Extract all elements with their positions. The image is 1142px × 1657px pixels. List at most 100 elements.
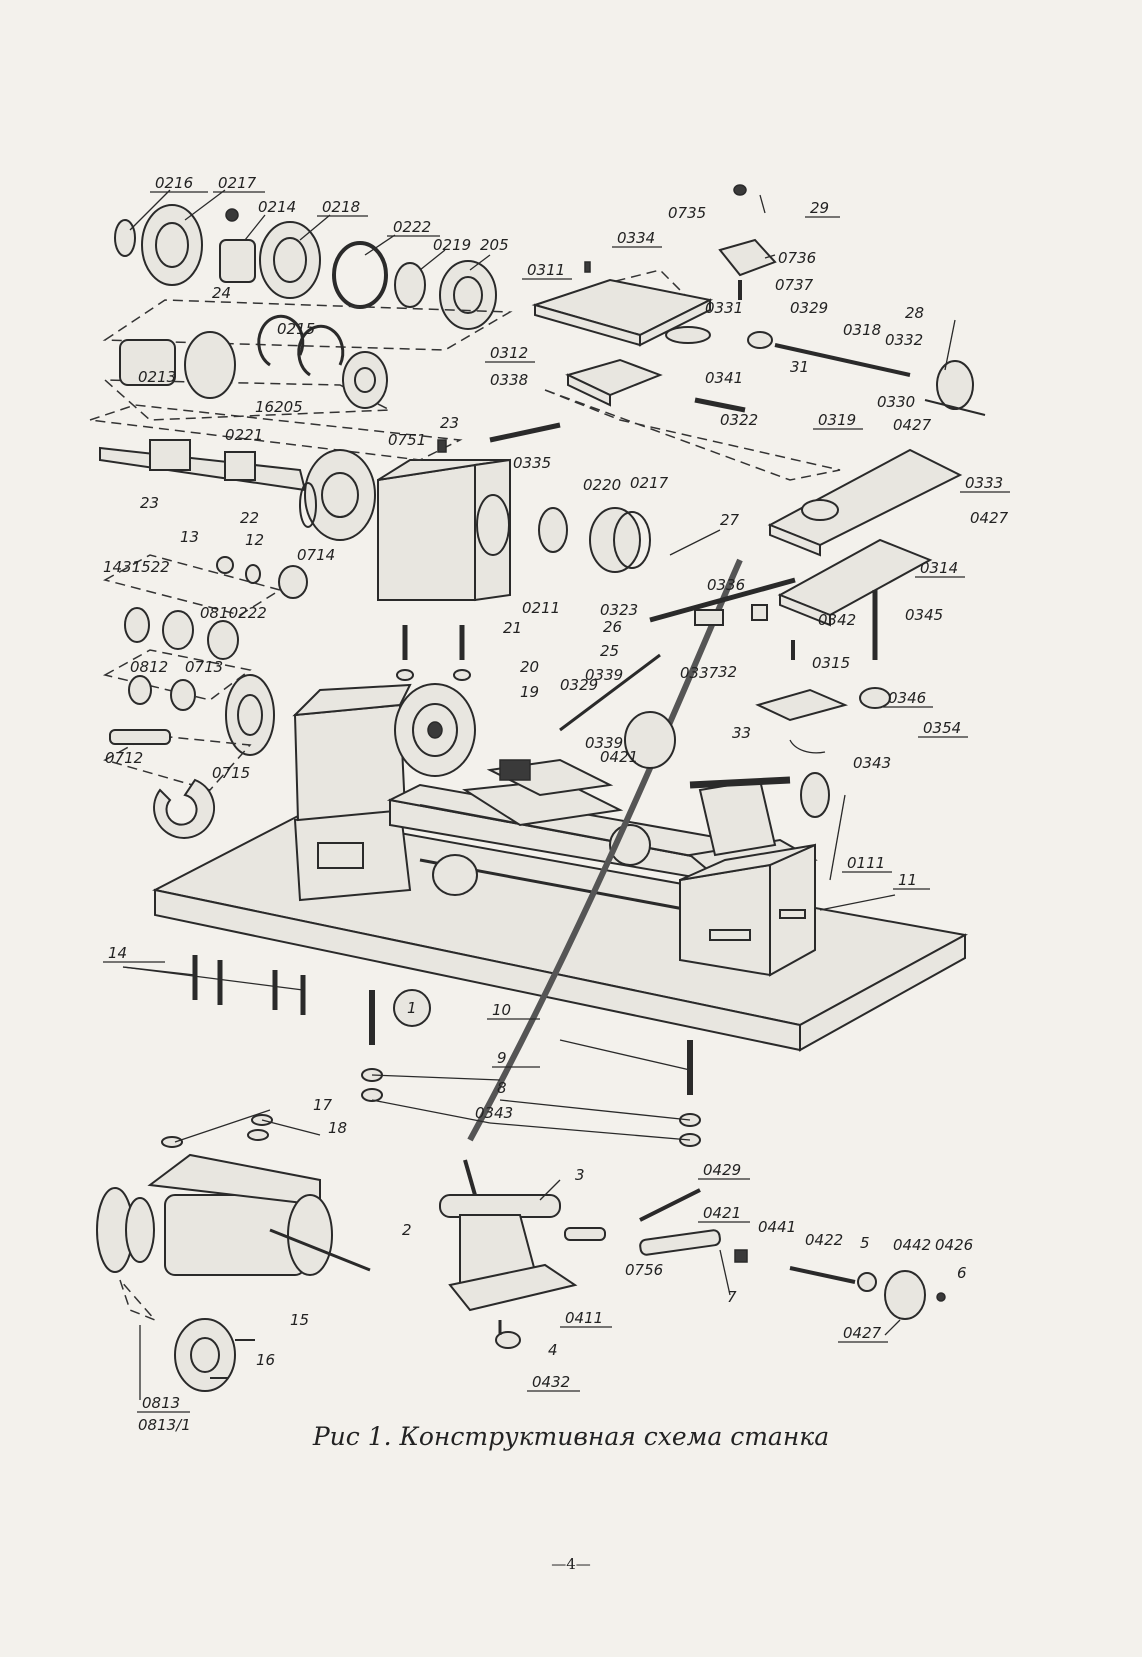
callout: 0330 (877, 393, 915, 411)
leader-lines (122, 189, 956, 1400)
callout: 0342 (818, 611, 856, 629)
belt-tensioner-shaft (564, 1188, 946, 1320)
callout: 0329 (790, 299, 828, 317)
callout: 0715 (212, 764, 250, 782)
callout: 2 (402, 1221, 412, 1239)
top-slide-assembly (489, 184, 986, 481)
callout: 0322 (720, 411, 758, 429)
callout: 28 (905, 304, 924, 322)
callout: 4 (548, 1341, 558, 1359)
callout: 0323 (600, 601, 638, 619)
callout: 0751 (388, 431, 426, 449)
callout: 0314 (920, 559, 958, 577)
callout: 12 (245, 531, 264, 549)
callout-labels: 0216 0217 0214 0218 0222 0219 205 24 021… (103, 174, 1009, 1434)
spindle-parts-row-2 (102, 299, 513, 421)
callout: 0429 (703, 1161, 741, 1179)
callout-underlines (103, 191, 1010, 1413)
callout: 0217 (218, 174, 257, 192)
callout: 0411 (565, 1309, 603, 1327)
callout: 0427 (843, 1324, 882, 1342)
callout: 0331 (705, 299, 743, 317)
lathe-assembly (225, 558, 830, 1142)
page-number: —4— (551, 1555, 591, 1573)
callout: 0421 (703, 1204, 741, 1222)
callout: 20 (520, 658, 539, 676)
callout: 0222 (393, 218, 431, 236)
callout: 21 (503, 619, 522, 637)
callout: 0343 (853, 754, 891, 772)
callout: 22 (240, 509, 259, 527)
callout: 15 (290, 1311, 309, 1329)
callout: 11 (898, 871, 917, 889)
callout: 0712 (105, 749, 143, 767)
callout: 0333 (965, 474, 1003, 492)
callout: 26 (603, 618, 622, 636)
callout: 0332 (885, 331, 923, 349)
callout: 13 (180, 528, 199, 546)
callout: 0422 (805, 1231, 843, 1249)
callout: 0735 (668, 204, 706, 222)
callout: 0346 (888, 689, 926, 707)
callout: 10 (492, 1001, 511, 1019)
callout: 1 (407, 999, 417, 1017)
callout: 0319 (818, 411, 856, 429)
main-spindle (89, 404, 463, 541)
headstock-right-parts (437, 439, 721, 573)
callout: 0354 (923, 719, 961, 737)
spindle-parts-row-1 (114, 204, 497, 330)
callout: 24 (212, 284, 231, 302)
callout: 0318 (843, 321, 881, 339)
callout: 0426 (935, 1236, 973, 1254)
callout: 0218 (322, 198, 360, 216)
cross-slide-assembly (559, 448, 963, 769)
callout: 0713 (185, 658, 223, 676)
callout: 0812 (130, 658, 168, 676)
callout: 23 (440, 414, 459, 432)
callout: 16205 (255, 398, 303, 416)
callout: 0217 (630, 474, 669, 492)
callout: 0345 (905, 606, 943, 624)
motor-assembly (96, 1114, 371, 1392)
callout: 16 (256, 1351, 275, 1369)
callout: 33 (732, 724, 751, 742)
callout: 0336 (707, 576, 745, 594)
figure-caption: Рис 1. Конструктивная схема станка (312, 1422, 830, 1451)
callout: 5 (860, 1234, 870, 1252)
callout: 0337 (680, 664, 719, 682)
callout: 8 (497, 1079, 507, 1097)
callout: 0311 (527, 261, 565, 279)
callout: 1431522 (103, 558, 170, 576)
callout: 29 (810, 199, 829, 217)
callout: 0432 (532, 1373, 570, 1391)
callout: 25 (600, 642, 619, 660)
callout: 19 (520, 683, 539, 701)
callout: 0334 (617, 229, 655, 247)
callout: 0421 (600, 748, 638, 766)
callout: 0220 (583, 476, 621, 494)
callout: 0341 (705, 369, 743, 387)
callout: 0441 (758, 1218, 796, 1236)
callout: 0339 (585, 666, 623, 684)
callout: 7 (727, 1288, 737, 1306)
callout: 0442 (893, 1236, 931, 1254)
headstock-cover (377, 458, 511, 602)
callout: 23 (140, 494, 159, 512)
callout: 0211 (522, 599, 560, 617)
callout: 0214 (258, 198, 296, 216)
callout: 0219 (433, 236, 471, 254)
callout: 0335 (513, 454, 551, 472)
callout: 6 (957, 1264, 967, 1282)
callout: 0736 (778, 249, 816, 267)
callout: 0338 (490, 371, 528, 389)
callout: 205 (480, 236, 509, 254)
callout: 0216 (155, 174, 193, 192)
callout: 0339 (585, 734, 623, 752)
callout: 31 (790, 358, 809, 376)
callout: 0329 (560, 676, 598, 694)
callout: 0714 (297, 546, 335, 564)
callout: 3 (575, 1166, 585, 1184)
callout: 0427 (893, 416, 932, 434)
